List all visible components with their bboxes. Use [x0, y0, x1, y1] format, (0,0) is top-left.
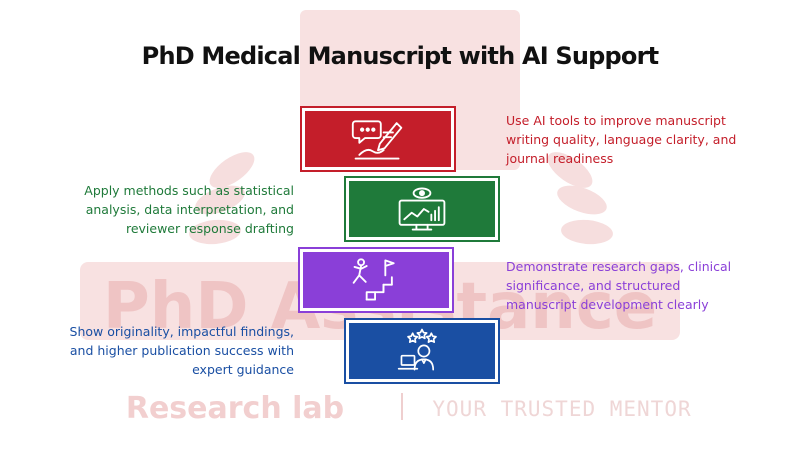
step-2-line-3: reviewer response drafting	[125, 221, 294, 236]
step-box-4-fill	[349, 323, 495, 379]
step-3-line-2: significance, and structured	[506, 278, 681, 293]
step-1-description: Use AI tools to improve manuscript writi…	[506, 111, 736, 168]
step-3-line-1: Demonstrate research gaps, clinical	[506, 259, 732, 274]
page-title: PhD Medical Manuscript with AI Support	[141, 42, 659, 70]
step-4-line-1: Show originality, impactful findings,	[69, 324, 294, 339]
step-box-2-fill	[349, 181, 495, 237]
step-3-description: Demonstrate research gaps, clinical sign…	[506, 257, 731, 314]
writing-chat-icon	[351, 120, 403, 160]
step-1-line-2: writing quality, language clarity, and	[506, 132, 737, 147]
step-box-1	[300, 106, 456, 172]
step-1-line-1: Use AI tools to improve manuscript	[506, 113, 726, 128]
monitor-analytics-icon	[398, 187, 446, 231]
expert-stars-laptop-icon	[397, 328, 437, 371]
step-2-description: Apply methods such as statistical analys…	[84, 181, 294, 238]
climbing-stairs-goal-icon	[352, 258, 395, 301]
step-box-4	[344, 318, 500, 384]
step-4-description: Show originality, impactful findings, an…	[70, 322, 294, 379]
step-box-2	[344, 176, 500, 242]
step-4-line-2: and higher publication success with	[69, 343, 294, 358]
step-2-line-2: analysis, data interpretation, and	[85, 202, 294, 217]
watermark-brand-sub: Research lab	[126, 391, 344, 426]
step-2-line-1: Apply methods such as statistical	[84, 183, 294, 198]
step-box-1-fill	[305, 111, 451, 167]
step-box-3-fill	[303, 252, 449, 308]
step-1-line-3: journal readiness	[506, 151, 614, 166]
step-box-3	[298, 247, 454, 313]
watermark-tagline: YOUR TRUSTED MENTOR	[432, 397, 691, 421]
step-4-line-3: expert guidance	[192, 362, 294, 377]
step-3-line-3: manuscript development clearly	[506, 297, 709, 312]
